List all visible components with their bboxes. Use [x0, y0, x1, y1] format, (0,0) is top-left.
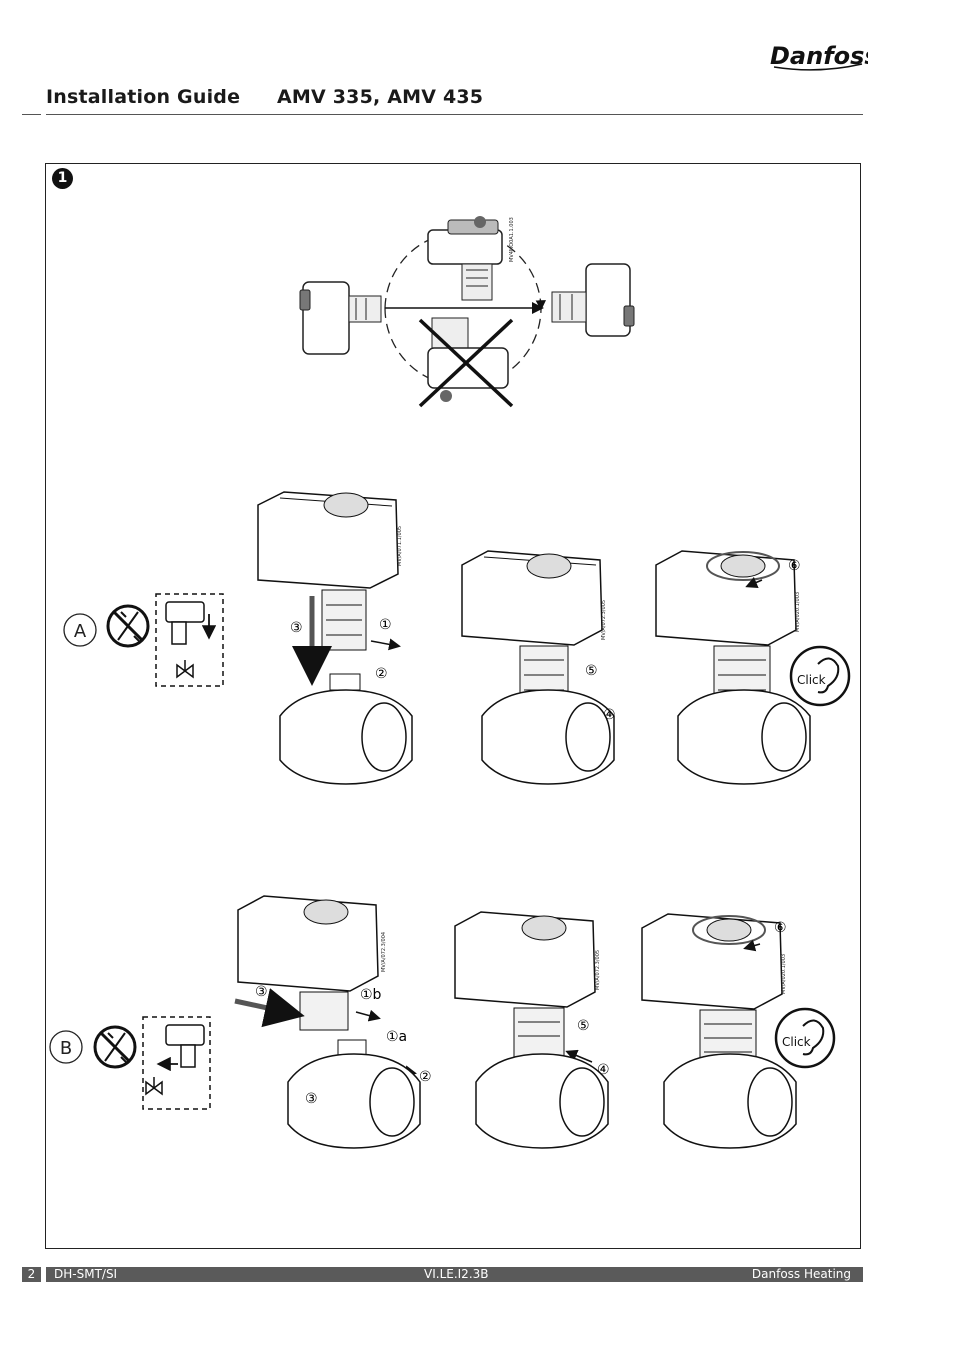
section-b-drawing-code-1: MV/A/072.3/004	[381, 932, 387, 972]
step-marker: ⑤	[585, 663, 598, 679]
step-marker: ④	[603, 707, 616, 723]
no-tools-icon	[106, 604, 150, 648]
click-label: Click	[782, 1035, 811, 1049]
step-marker: ④	[597, 1062, 610, 1078]
section-a-step-1-drawing: MV/A/071.1/005 ③ ① ②	[257, 491, 413, 785]
section-b-drawing-code-2: MV/A/072.3/005	[595, 950, 601, 990]
section-a-step-3-drawing: MV/A/020.1/003 ⑥ Click	[655, 550, 851, 785]
step-marker: ①	[379, 617, 392, 633]
product-model: AMV 335, AMV 435	[277, 86, 484, 108]
step-marker: ①b	[360, 987, 382, 1003]
footer-doc-code: VI.LE.I2.3B	[424, 1267, 489, 1281]
section-b-label: B	[60, 1038, 72, 1059]
no-tools-icon	[93, 1025, 137, 1069]
step-marker: ⑥	[774, 920, 787, 936]
section-b-step-3-drawing: MV/A/020.1/003 ⑥ Click	[641, 913, 836, 1149]
orientation-drawing-code: MV4MO0A1.1.003	[509, 217, 515, 262]
step-marker: ②	[419, 1069, 432, 1085]
section-a-step-2-drawing: MV/A/072.3/005 ⑤ ④	[461, 550, 616, 785]
section-a-drawing-code-3: MV/A/020.1/003	[795, 592, 801, 632]
page-number: 2	[22, 1267, 41, 1282]
footer-bar: DH-SMT/SI VI.LE.I2.3B Danfoss Heating	[46, 1267, 863, 1282]
step-marker: ③	[305, 1091, 318, 1107]
step-marker: ②	[375, 666, 388, 682]
figure-frame	[45, 163, 861, 1249]
section-b-step-2-drawing: MV/A/072.3/005 ⑤ ④	[454, 911, 610, 1149]
header-rule-left	[22, 114, 41, 115]
step-marker: ③	[290, 620, 303, 636]
step-marker: ⑥	[788, 558, 801, 574]
mounting-orientation-diagram: MV4MO0A1.1.003	[299, 216, 635, 408]
header-rule	[46, 114, 863, 115]
danfoss-logo-text: Danfoss	[770, 42, 868, 70]
section-a-drawing-code-1: MV/A/071.1/005	[397, 526, 403, 566]
click-label: Click	[797, 673, 826, 687]
page-title: Installation Guide	[46, 86, 241, 108]
section-a-drawing-code-2: MV/A/072.3/005	[601, 600, 607, 640]
footer-brand: Danfoss Heating	[751, 1267, 851, 1281]
section-b-step-1-drawing: MV/A/072.3/004 ③ ①b ①a ② ③	[234, 895, 432, 1149]
section-a-label: A	[74, 621, 87, 642]
section-b-drawing-code-3: MV/A/020.1/003	[781, 954, 787, 994]
footer-doc-id: DH-SMT/SI	[54, 1267, 118, 1281]
step-marker: ⑤	[577, 1018, 590, 1034]
step-marker: ③	[255, 984, 268, 1000]
step-marker: ①a	[386, 1029, 407, 1045]
section-a: A MV/A/071.1/005 ③ ① ②	[63, 491, 851, 785]
figure-number-badge: 1	[52, 168, 73, 189]
click-hear-icon: Click	[789, 645, 851, 707]
click-hear-icon: Click	[774, 1007, 836, 1069]
section-b: B MV/A/072.3/004 ③ ①b ①a ② ③	[49, 895, 836, 1149]
danfoss-logo: Danfoss	[770, 42, 868, 71]
